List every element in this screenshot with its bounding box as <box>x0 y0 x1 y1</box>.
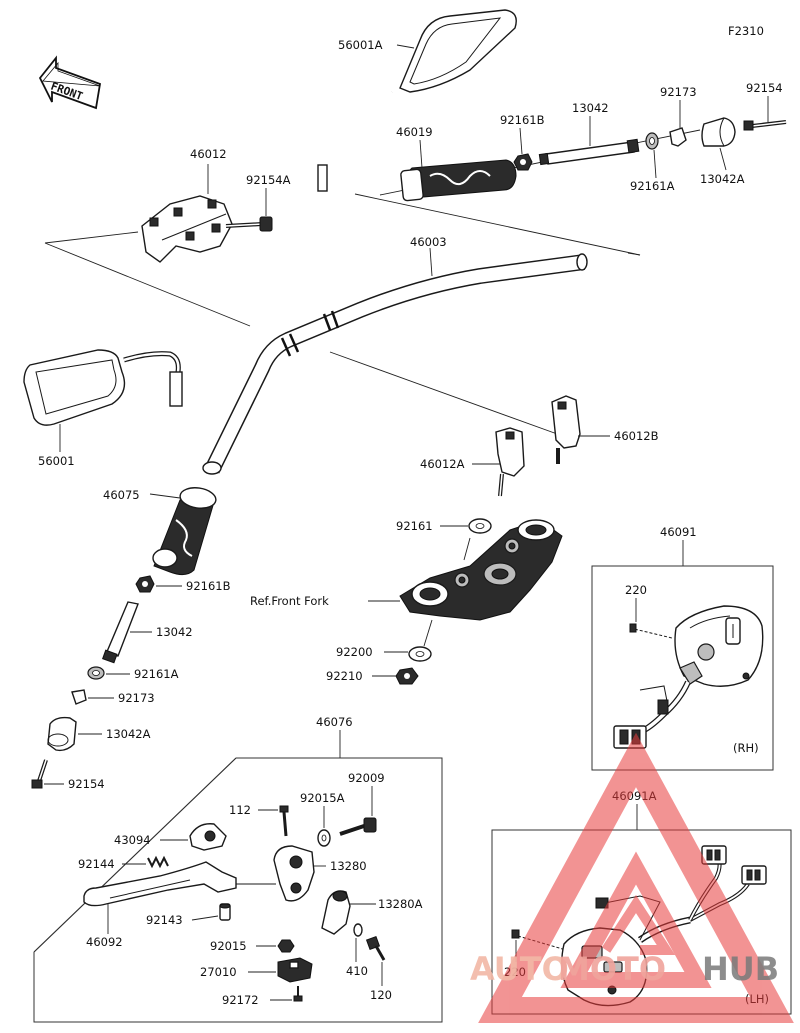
label-holder-a: 46012A <box>420 457 465 471</box>
label-weight-rh: 13042A <box>700 172 745 186</box>
bolt-lh <box>31 759 48 789</box>
watermark-text: AUTO MOTO HUB <box>470 950 779 988</box>
svg-text:HUB: HUB <box>702 950 779 988</box>
label-grip-lh: 46075 <box>103 488 140 502</box>
screw-112 <box>279 805 289 837</box>
weight-lh <box>47 716 77 752</box>
holder-b <box>551 395 581 464</box>
lever-46092 <box>83 861 237 907</box>
nut-92210 <box>395 667 419 685</box>
upper-triple-clamp <box>399 519 563 621</box>
label-nut-rh-a: 92161A <box>630 179 675 193</box>
nut-lh-a <box>87 666 105 680</box>
label-nut-lh-b: 92161B <box>186 579 231 593</box>
label-mirror-lh: 56001 <box>38 454 75 468</box>
washer-92161 <box>468 518 492 534</box>
svg-text:MOTO: MOTO <box>558 950 666 988</box>
grip-lh <box>152 487 217 576</box>
label-grip-rh: 46019 <box>396 125 433 139</box>
bolt-holder <box>225 216 273 232</box>
holder-upper <box>141 195 233 263</box>
label-nut-92015: 92015 <box>210 939 247 953</box>
nut-rh-b <box>513 153 533 171</box>
diagram-code: F2310 <box>728 24 764 38</box>
handlebar <box>202 253 588 475</box>
nut-rh-a <box>645 132 659 150</box>
spring-92144 <box>147 855 169 869</box>
switch-27010 <box>277 957 313 983</box>
washer-410 <box>353 923 363 937</box>
pin-92143 <box>219 903 231 921</box>
holder-a <box>495 427 525 497</box>
label-bolt-120: 120 <box>370 988 392 1002</box>
label-switch-27010: 27010 <box>200 965 237 979</box>
washer-92015a <box>317 829 331 847</box>
collar-rh <box>669 127 687 147</box>
bracket-13280a <box>321 890 351 935</box>
label-handlebar: 46003 <box>410 235 447 249</box>
label-bracket-13280a: 13280A <box>378 897 423 911</box>
bolt-rh <box>743 120 787 131</box>
label-nut-92210: 92210 <box>326 669 363 683</box>
label-lever-46092: 46092 <box>86 935 123 949</box>
label-washer-92200: 92200 <box>336 645 373 659</box>
label-bolt-lh: 92154 <box>68 777 105 791</box>
label-rh: (RH) <box>733 741 759 755</box>
nut-lh-b <box>135 575 155 593</box>
grip-rh <box>400 159 517 202</box>
front-arrow-icon: FRONT <box>38 55 102 110</box>
label-nut-lh-a: 92161A <box>134 667 179 681</box>
switch-rh-frame <box>591 565 774 771</box>
svg-text:AUTO: AUTO <box>470 950 569 988</box>
label-screw-112: 112 <box>229 803 251 817</box>
bracket-13280 <box>236 845 315 902</box>
label-front-fork-ref: Ref.Front Fork <box>250 594 329 608</box>
nut-92015 <box>277 939 295 953</box>
mirror-lh <box>23 349 183 426</box>
label-washer-410: 410 <box>346 964 368 978</box>
label-bracket-13280: 13280 <box>330 859 367 873</box>
shaft-lh <box>102 601 139 664</box>
collar-lh <box>71 689 87 705</box>
label-shaft-rh: 13042 <box>572 101 609 115</box>
label-screw-92172: 92172 <box>222 993 259 1007</box>
label-washer-92015a: 92015A <box>300 791 345 805</box>
label-weight-lh: 13042A <box>106 727 151 741</box>
shaft-rh <box>538 138 640 166</box>
label-screw-220-rh: 220 <box>625 583 647 597</box>
lever-frame-edges <box>33 757 443 1023</box>
label-shaft-lh: 13042 <box>156 625 193 639</box>
label-nut-rh-b: 92161B <box>500 113 545 127</box>
label-holder-upper: 46012 <box>190 147 227 161</box>
screw-92172 <box>293 986 303 1002</box>
label-bolt-92009: 92009 <box>348 771 385 785</box>
watermark-logo <box>478 732 794 1023</box>
label-lever-assy: 46076 <box>316 715 353 729</box>
mirror-rh <box>317 9 517 192</box>
label-bracket-43094: 43094 <box>114 833 151 847</box>
weight-rh <box>701 117 736 147</box>
switch-rh <box>613 605 764 749</box>
washer-92200 <box>408 646 432 662</box>
label-collar-lh: 92173 <box>118 691 155 705</box>
label-switch-rh-assy: 46091 <box>660 525 697 539</box>
bracket-43094 <box>189 823 227 851</box>
label-collar-rh: 92173 <box>660 85 697 99</box>
label-mirror-rh: 56001A <box>338 38 383 52</box>
label-pin-92143: 92143 <box>146 913 183 927</box>
bolt-92009 <box>339 817 377 836</box>
label-washer-92161: 92161 <box>396 519 433 533</box>
label-holder-b: 46012B <box>614 429 659 443</box>
bolt-120 <box>365 935 386 961</box>
label-bolt-holder: 92154A <box>246 173 291 187</box>
label-spring-92144: 92144 <box>78 857 115 871</box>
label-bolt-rh: 92154 <box>746 81 783 95</box>
